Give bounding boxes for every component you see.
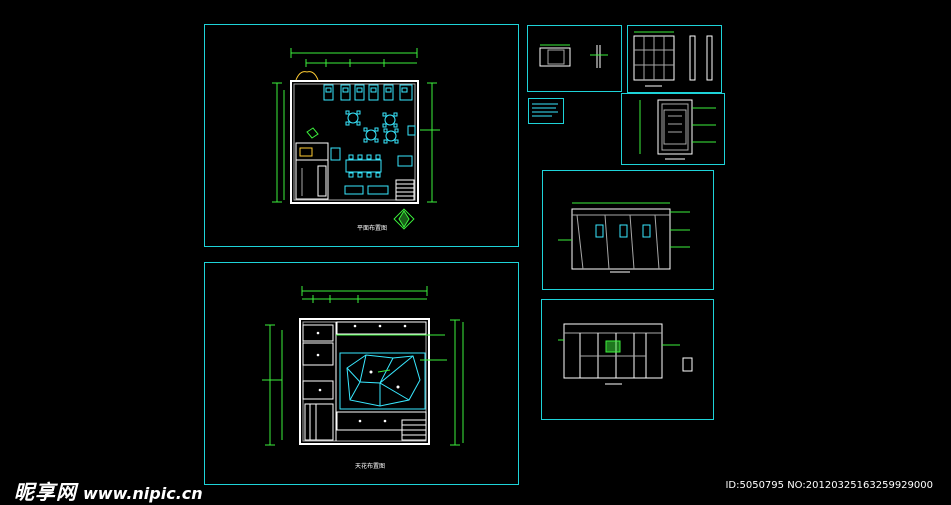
sheet-floor-plan — [204, 24, 519, 247]
long-tables — [344, 154, 413, 195]
floor-plan-title: 平面布置图 — [357, 224, 387, 232]
ceiling-plan-drawing — [262, 286, 464, 446]
compass-symbol — [393, 208, 415, 230]
floor-plan-right-dimension — [420, 82, 440, 203]
elevation-2-drawing — [558, 323, 693, 385]
sheet-notes — [528, 98, 564, 124]
floor-plan-top-dimension — [290, 48, 418, 67]
detail-1-drawing — [539, 44, 608, 68]
detail-3-drawing — [639, 99, 716, 160]
ceiling-top-dimension — [301, 286, 428, 303]
detail-2-drawing — [633, 31, 713, 87]
service-counter — [295, 142, 329, 200]
decor-plant — [306, 127, 319, 139]
entrance-door — [295, 71, 319, 81]
watermark-id: ID:5050795 NO:20120325163259929000 — [725, 480, 933, 491]
round-tables — [330, 110, 416, 161]
notes-block — [532, 103, 558, 117]
sheet-elevation-1 — [542, 170, 714, 290]
ceiling-left-dimension — [262, 324, 283, 446]
watermark-url: www.nipic.cn — [83, 484, 203, 503]
elevation-1-drawing — [558, 202, 690, 273]
sheet-detail-2 — [627, 25, 722, 93]
ceiling-lights — [316, 324, 407, 423]
sheet-detail-3 — [621, 93, 725, 165]
feature-ceiling-pattern — [339, 352, 426, 410]
watermark-brand-name: 昵享网 — [14, 480, 77, 504]
floor-plan-left-dimension — [272, 82, 285, 203]
booth-seating — [323, 84, 413, 101]
sheet-ceiling-plan — [204, 262, 519, 485]
stairs — [395, 179, 415, 201]
ceiling-rooms — [302, 321, 427, 441]
watermark-brand: 昵享网 www.nipic.cn — [14, 476, 203, 505]
ceiling-plan-title: 天花布置图 — [355, 462, 385, 470]
ceiling-leader-lines — [336, 334, 447, 373]
ceiling-right-dimension — [450, 319, 464, 446]
sheet-detail-1 — [527, 25, 622, 92]
floor-plan-drawing — [272, 48, 440, 230]
sheet-elevation-2 — [541, 299, 714, 420]
